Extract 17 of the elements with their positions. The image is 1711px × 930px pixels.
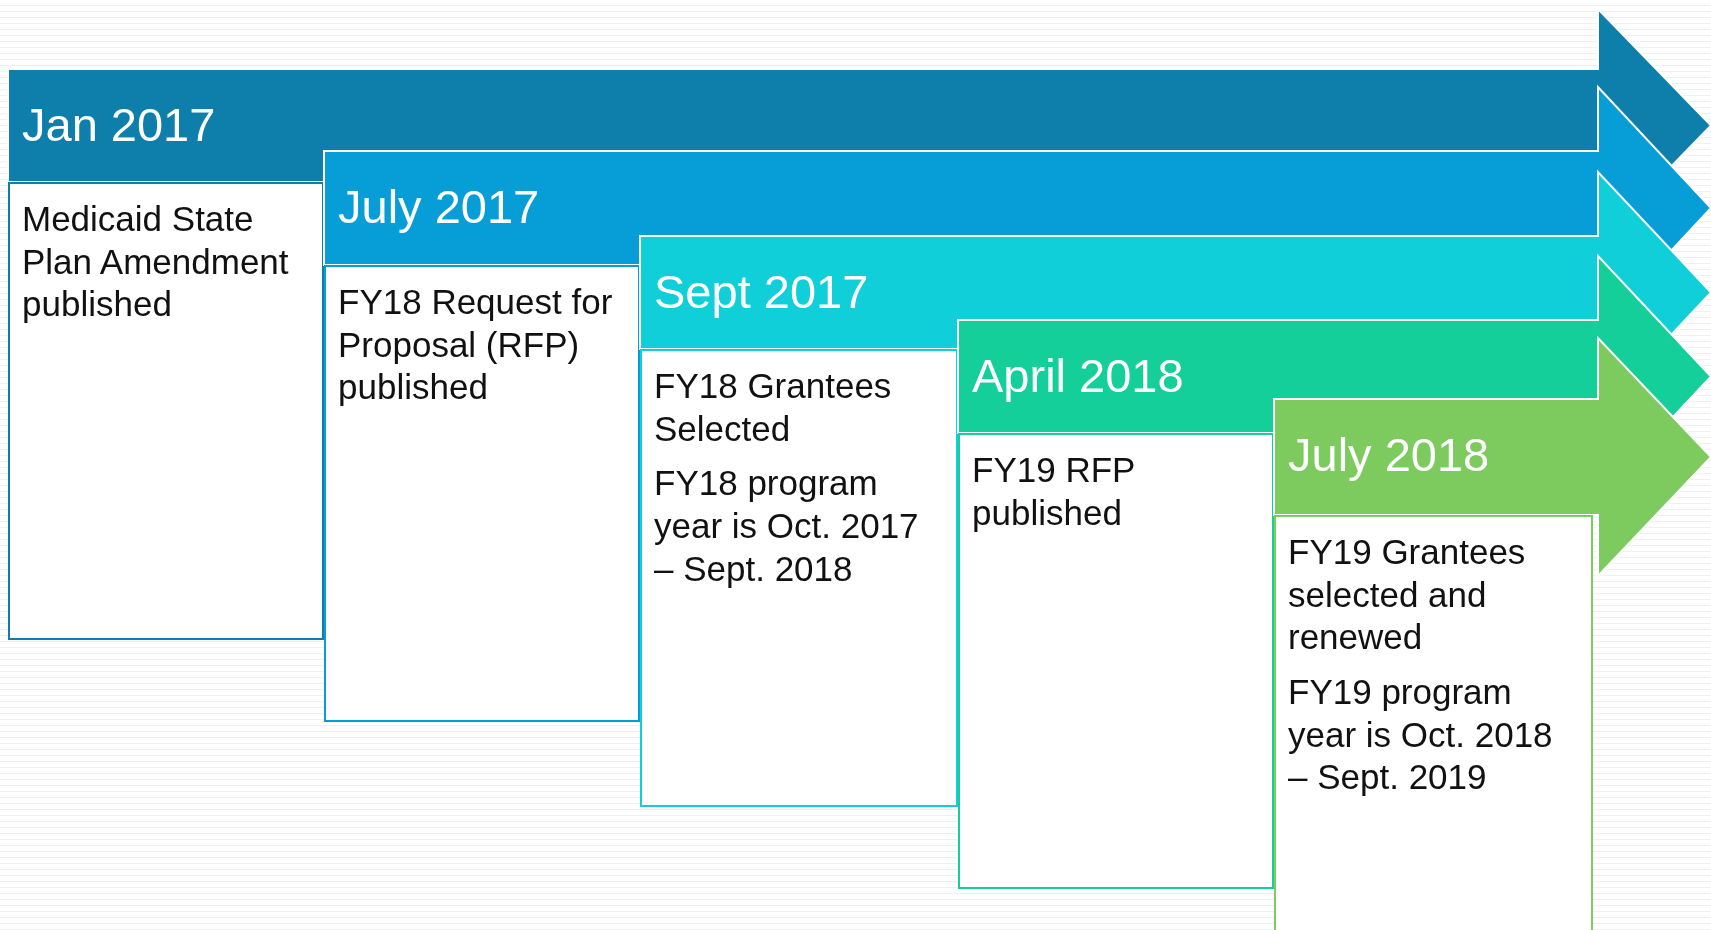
event-card xyxy=(958,433,1274,889)
date-heading: Jan 2017 xyxy=(22,97,216,152)
event-text: FY19 program year is Oct. 2018 – Sept. 2019 xyxy=(1288,671,1554,799)
date-heading: Sept 2017 xyxy=(654,264,869,319)
event-text: FY19 RFP published xyxy=(972,449,1136,534)
event-text: FY19 Grantees selected and renewed xyxy=(1288,531,1527,659)
event-card xyxy=(8,182,324,640)
event-card xyxy=(640,349,958,807)
event-text: FY18 Grantees Selected xyxy=(654,365,893,450)
event-text: FY18 Request for Proposal (RFP) published xyxy=(338,281,614,409)
date-heading: July 2017 xyxy=(338,179,540,234)
date-heading: July 2018 xyxy=(1288,427,1490,482)
event-card xyxy=(1274,515,1593,930)
event-text: FY18 program year is Oct. 2017 – Sept. 2018 xyxy=(654,462,920,590)
event-card xyxy=(324,265,640,722)
date-heading: April 2018 xyxy=(972,348,1184,403)
event-text: Medicaid State Plan Amendment published xyxy=(22,198,290,326)
